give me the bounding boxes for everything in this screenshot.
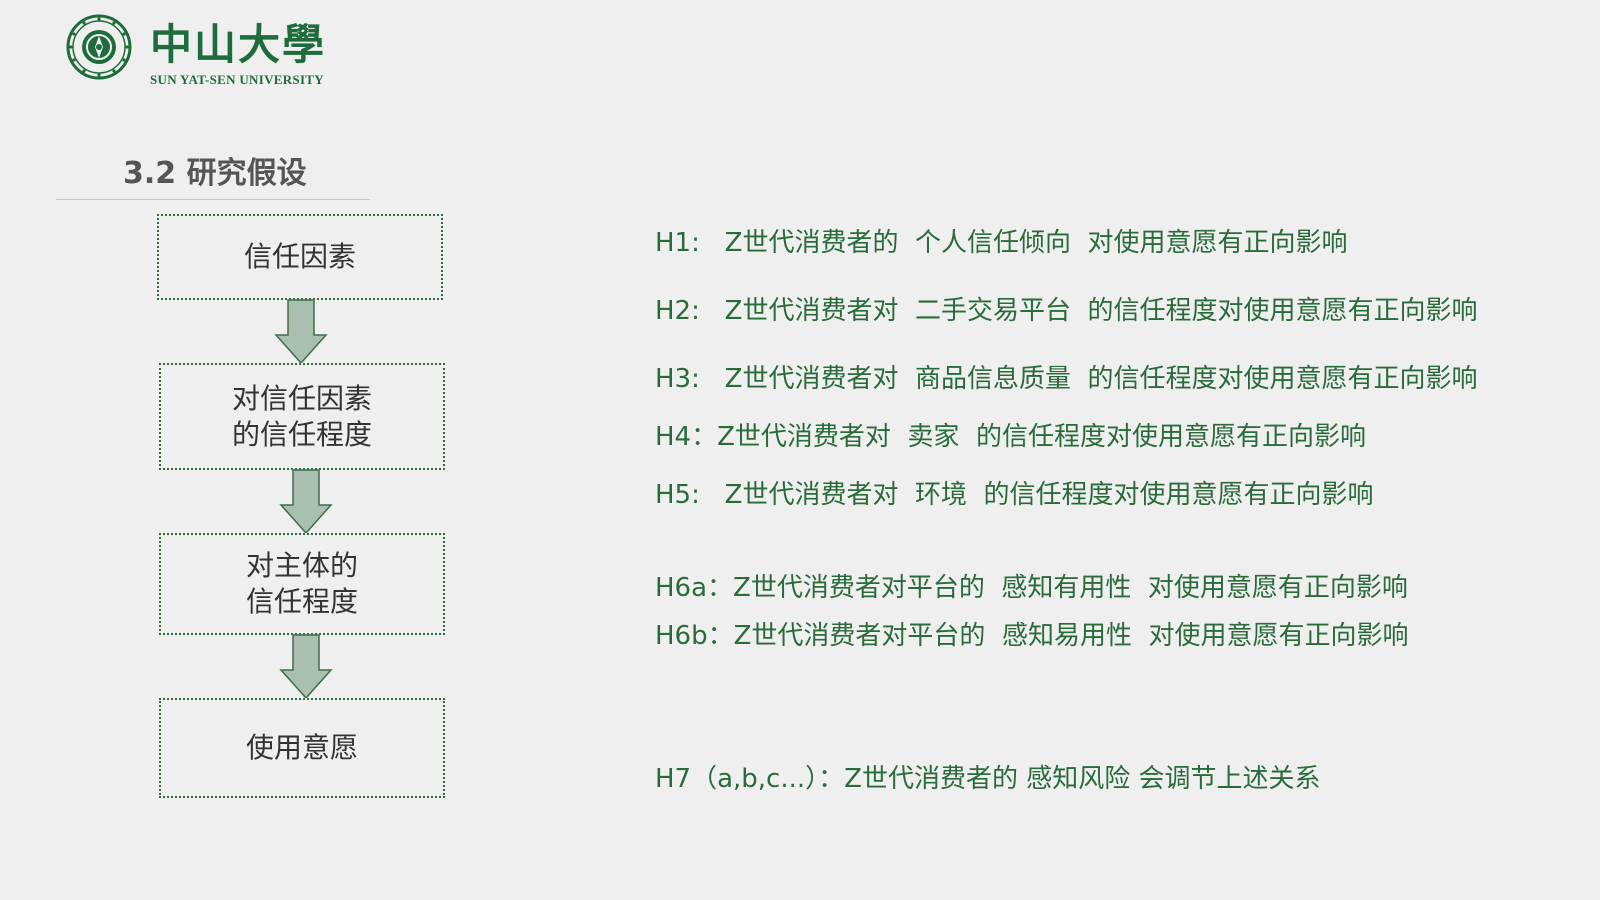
- flow-box-trust-in-subject: 对主体的 信任程度: [159, 533, 445, 635]
- flow-box-line: 使用意愿: [245, 731, 358, 764]
- title-divider: [56, 199, 370, 200]
- hypothesis-h2: H2: Z世代消费者对 二手交易平台 的信任程度对使用意愿有正向影响: [655, 296, 1478, 326]
- flow-box-line: 对主体的: [245, 549, 358, 582]
- down-arrow-icon: [279, 634, 333, 700]
- hypothesis-h6a: H6a：Z世代消费者对平台的 感知有用性 对使用意愿有正向影响: [655, 573, 1408, 603]
- flow-box-usage-intention: 使用意愿: [159, 698, 445, 798]
- logo-chinese-name: 中山大學: [150, 20, 327, 69]
- university-seal-icon: [66, 14, 132, 80]
- hypothesis-h1: H1: Z世代消费者的 个人信任倾向 对使用意愿有正向影响: [655, 228, 1348, 258]
- flow-box-line: 的信任程度: [231, 417, 372, 451]
- down-arrow-icon: [279, 469, 333, 535]
- flow-box-trust-factors: 信任因素: [157, 214, 443, 300]
- section-title: 3.2 研究假设: [123, 156, 307, 191]
- down-arrow-icon: [274, 299, 328, 365]
- logo-english-name: SUN YAT-SEN UNIVERSITY: [150, 72, 324, 87]
- hypothesis-h7: H7（a,b,c...）：Z世代消费者的 感知风险 会调节上述关系: [655, 764, 1321, 794]
- hypothesis-h6b: H6b：Z世代消费者对平台的 感知易用性 对使用意愿有正向影响: [655, 621, 1409, 651]
- hypothesis-h4: H4：Z世代消费者对 卖家 的信任程度对使用意愿有正向影响: [655, 422, 1366, 452]
- flow-box-line: 对信任因素: [231, 381, 372, 415]
- flow-box-line: 信任程度: [245, 585, 358, 618]
- hypothesis-h3: H3: Z世代消费者对 商品信息质量 的信任程度对使用意愿有正向影响: [655, 364, 1478, 394]
- hypothesis-h5: H5: Z世代消费者对 环境 的信任程度对使用意愿有正向影响: [655, 480, 1374, 510]
- flow-box-trust-in-factors: 对信任因素 的信任程度: [159, 363, 445, 470]
- university-logo: 中山大學 SUN YAT-SEN UNIVERSITY: [66, 14, 356, 94]
- flow-box-line: 信任因素: [243, 240, 356, 273]
